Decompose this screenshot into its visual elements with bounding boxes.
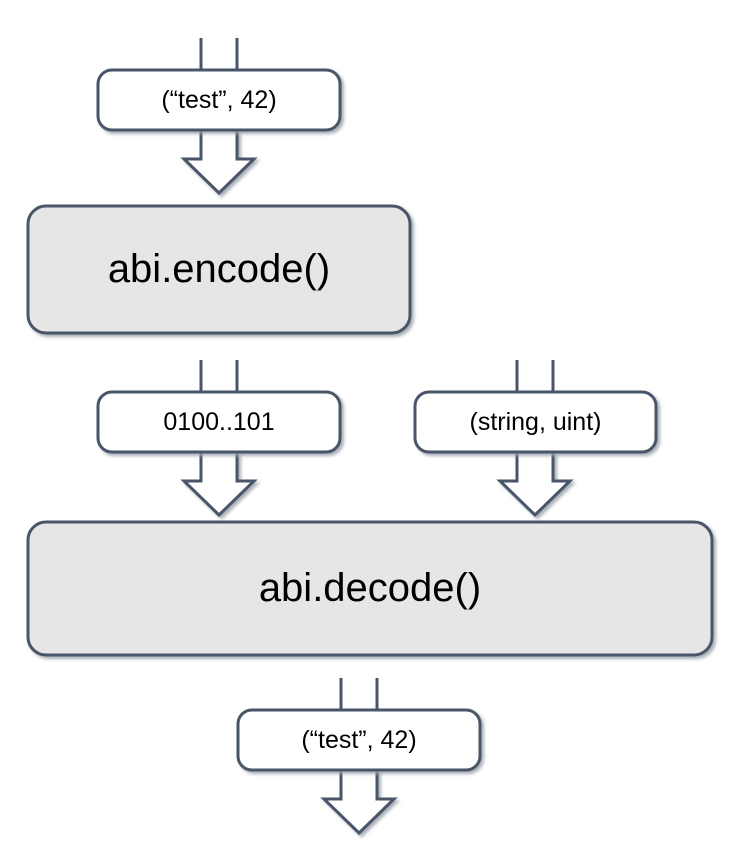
connector-signature-stub <box>515 360 555 392</box>
connectors-group <box>180 38 574 836</box>
connector-encode-to-bytes <box>199 360 239 392</box>
arrow-bytes-to-decode <box>180 452 258 518</box>
arrow-exit-arrow <box>320 770 398 836</box>
node-input-tuple <box>96 68 342 132</box>
node-encoded-bytes <box>96 390 342 454</box>
connector-decode-to-output <box>339 678 379 710</box>
node-abi-encode <box>26 204 412 335</box>
connector-entry-stub <box>199 38 239 70</box>
node-abi-decode <box>26 520 714 657</box>
arrow-signature-to-decode <box>496 452 574 518</box>
arrow-input-to-encode <box>180 130 258 196</box>
node-type-signature <box>413 390 658 454</box>
nodes-group <box>26 68 714 772</box>
node-output-tuple <box>236 708 482 772</box>
